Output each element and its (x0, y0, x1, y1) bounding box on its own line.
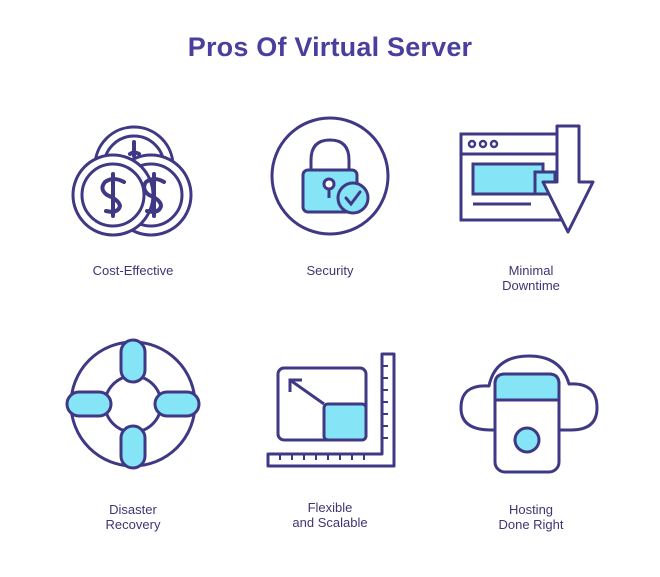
cloud-server-icon (459, 354, 599, 474)
feature-label: Minimal Downtime (502, 263, 560, 293)
lifebuoy-icon (65, 338, 201, 470)
feature-label: Hosting Done Right (498, 502, 564, 532)
feature-flexible-scalable: Flexible and Scalable (230, 350, 430, 530)
feature-label: Disaster Recovery (105, 502, 161, 532)
feature-label: Security (306, 263, 354, 278)
feature-disaster-recovery: Disaster Recovery (33, 338, 233, 532)
feature-cost-effective: Cost-Effective (33, 118, 233, 278)
browser-window-down-arrow-icon (459, 124, 595, 234)
resize-ruler-icon (266, 352, 396, 468)
feature-label: Cost-Effective (92, 263, 174, 278)
feature-label: Flexible and Scalable (292, 500, 368, 530)
feature-security: Security (230, 116, 430, 278)
page-title: Pros Of Virtual Server (187, 32, 473, 62)
padlock-check-icon (270, 116, 390, 236)
coins-icon (71, 125, 193, 237)
feature-hosting-done-right: Hosting Done Right (431, 340, 631, 532)
feature-minimal-downtime: Minimal Downtime (431, 118, 631, 293)
